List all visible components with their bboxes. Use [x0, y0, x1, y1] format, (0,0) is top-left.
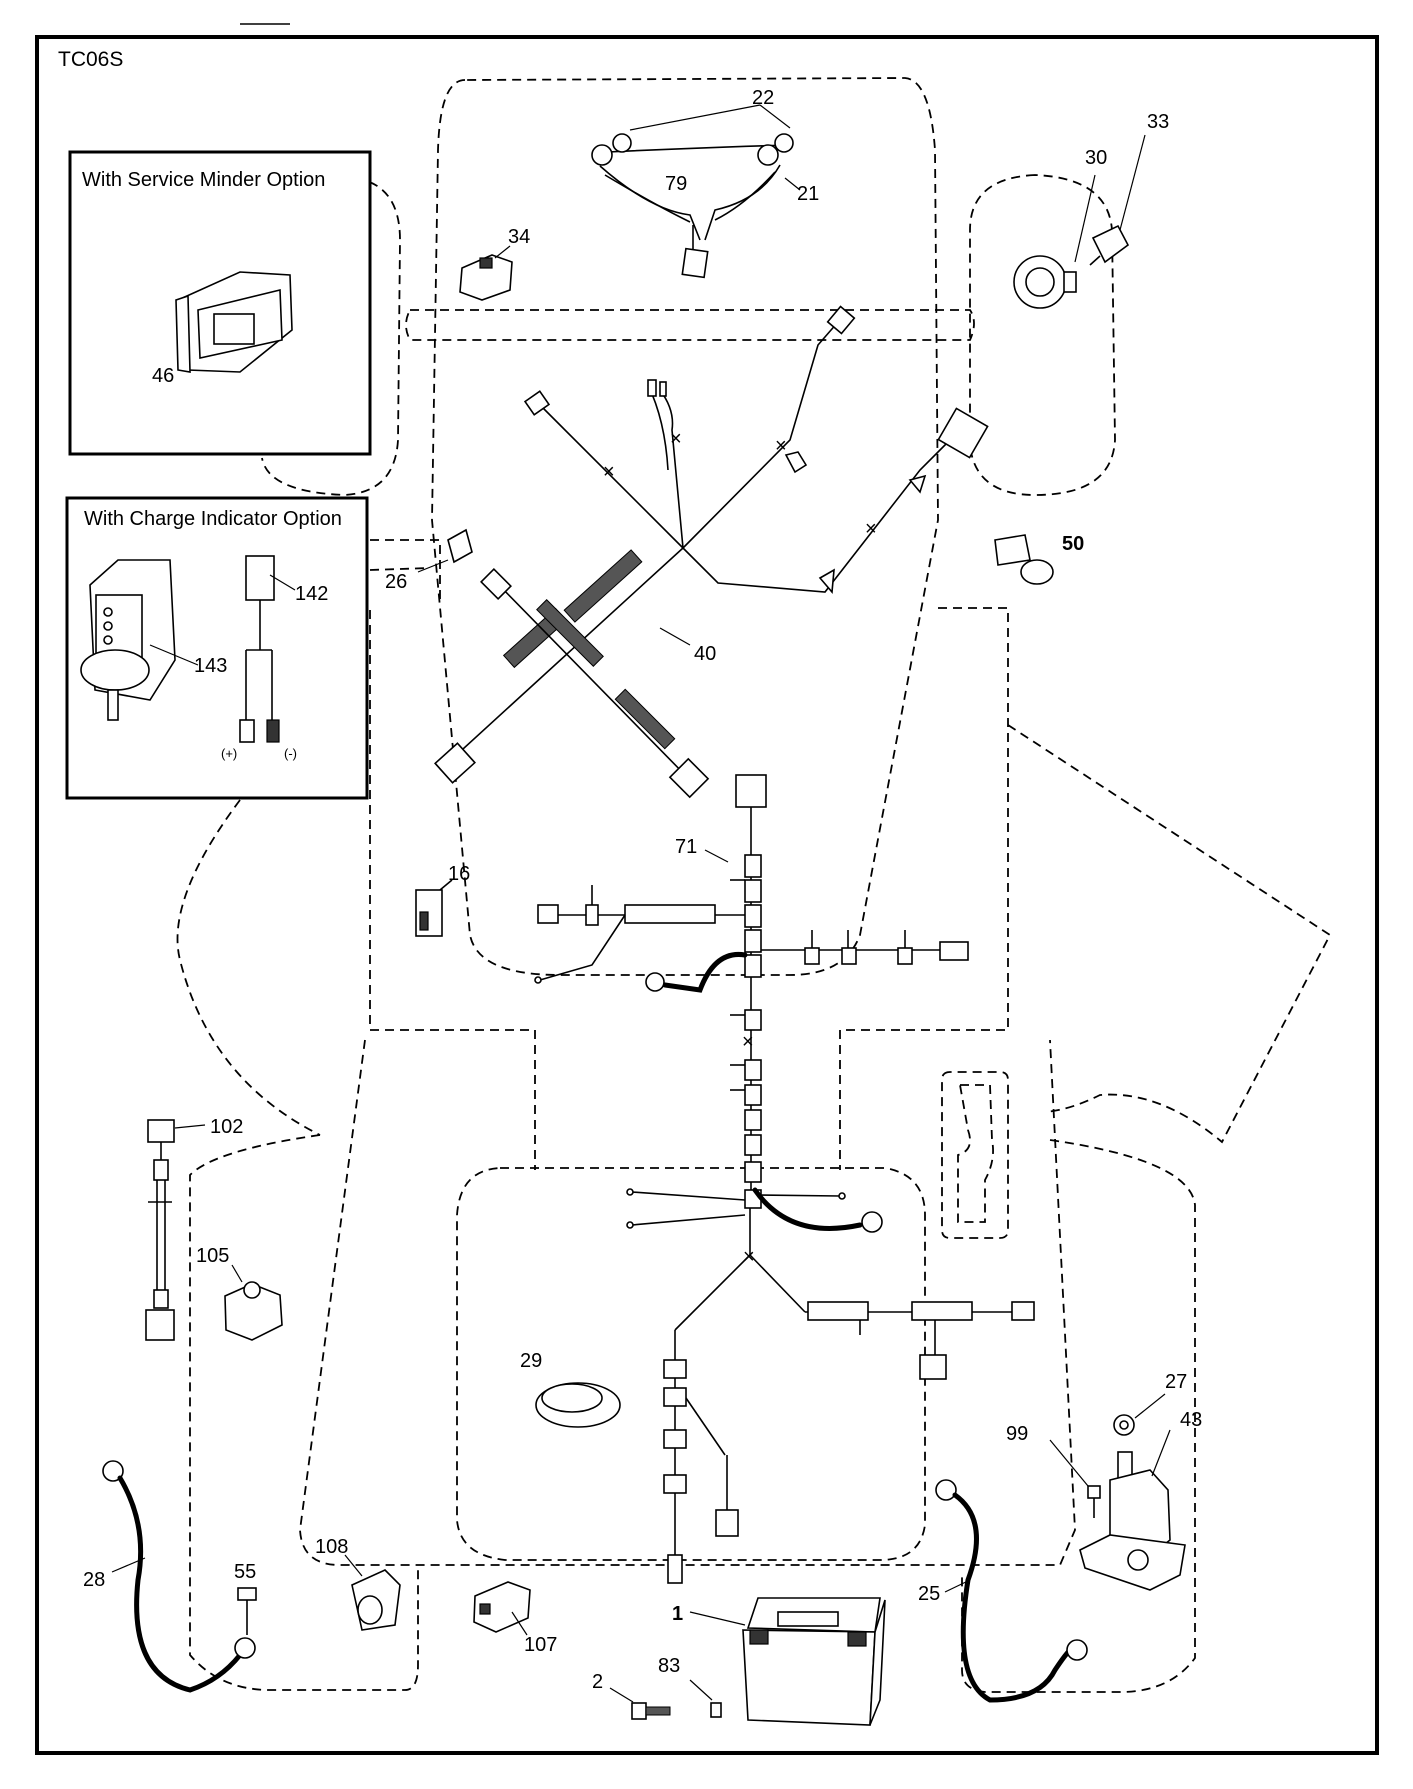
- tractor-outline: [176, 77, 1332, 1693]
- callout-30: 30: [1085, 147, 1107, 169]
- part-29-plug: [535, 1382, 621, 1428]
- callout-83: 83: [658, 1655, 680, 1677]
- callout-25: 25: [918, 1583, 940, 1605]
- callout-79: 79: [665, 173, 687, 195]
- callout-102: 102: [210, 1116, 243, 1138]
- rear-harness-71: ×: [534, 774, 969, 1209]
- callout-43: 43: [1180, 1409, 1202, 1431]
- relay-16: [415, 879, 453, 937]
- callout-46: 46: [152, 365, 174, 387]
- marker-x: ×: [775, 435, 787, 457]
- seat-harness: ×: [626, 1187, 1035, 1584]
- part-108-switch: [351, 1569, 401, 1631]
- switch-50: [994, 534, 1054, 585]
- callout-99: 99: [1006, 1423, 1028, 1445]
- callout-21: 21: [797, 183, 819, 205]
- callout-33: 33: [1147, 111, 1169, 133]
- callout-16: 16: [448, 863, 470, 885]
- charge-indicator-title: With Charge Indicator Option: [84, 508, 342, 530]
- part-105-solenoid: [224, 1281, 283, 1341]
- bolt-2: [631, 1702, 671, 1720]
- headlight-harness: [591, 133, 794, 279]
- callout-26: 26: [385, 571, 407, 593]
- solenoid-43: [1079, 1451, 1186, 1591]
- battery-cable-25: [935, 1479, 1088, 1703]
- callout-22: 22: [752, 87, 774, 109]
- bolt-55: [237, 1587, 257, 1635]
- callout-107: 107: [524, 1634, 557, 1656]
- diagram-code: TC06S: [58, 48, 123, 71]
- marker-x: ×: [670, 428, 682, 450]
- callout-142: 142: [295, 583, 328, 605]
- callout-40: 40: [694, 643, 716, 665]
- battery-1: [742, 1597, 886, 1726]
- charge-indicator-option-box: With Charge Indicator Option 143 142 (+)…: [65, 496, 369, 800]
- part-107-module: [473, 1581, 531, 1633]
- marker-x: ×: [603, 461, 615, 483]
- service-minder-option-box: With Service Minder Option 46: [68, 150, 372, 456]
- diagram-frame: [35, 35, 1379, 1755]
- ignition-key-33: [1089, 224, 1130, 266]
- polarity-negative: (-): [284, 746, 297, 761]
- callout-1: 1: [672, 1603, 683, 1625]
- callout-55: 55: [234, 1561, 256, 1583]
- callout-34: 34: [508, 226, 530, 248]
- callout-143: 143: [194, 655, 227, 677]
- charge-indicator-unit: [80, 559, 176, 721]
- nut-83: [710, 1702, 722, 1718]
- part-102-jumper: [145, 1119, 175, 1341]
- callout-29: 29: [520, 1350, 542, 1372]
- marker-x: ×: [865, 518, 877, 540]
- callout-50: 50: [1062, 533, 1084, 555]
- callout-108: 108: [315, 1536, 348, 1558]
- callout-28: 28: [83, 1569, 105, 1591]
- switch-34: [459, 254, 513, 301]
- charge-jumper-harness: [239, 555, 280, 743]
- battery-cable-28: [102, 1460, 256, 1693]
- nut-27: [1113, 1414, 1135, 1436]
- callout-27: 27: [1165, 1371, 1187, 1393]
- fuse-26: [417, 528, 473, 573]
- marker-x: ×: [742, 1031, 754, 1053]
- main-harness-front: × × × ×: [434, 305, 989, 799]
- callout-71: 71: [675, 836, 697, 858]
- bolt-99: [1087, 1485, 1101, 1518]
- callout-105: 105: [196, 1245, 229, 1267]
- ignition-switch-30: [1013, 255, 1077, 309]
- service-minder-display: [175, 271, 293, 373]
- callout-2: 2: [592, 1671, 603, 1693]
- polarity-positive: (+): [221, 746, 237, 761]
- service-minder-title: With Service Minder Option: [82, 169, 325, 191]
